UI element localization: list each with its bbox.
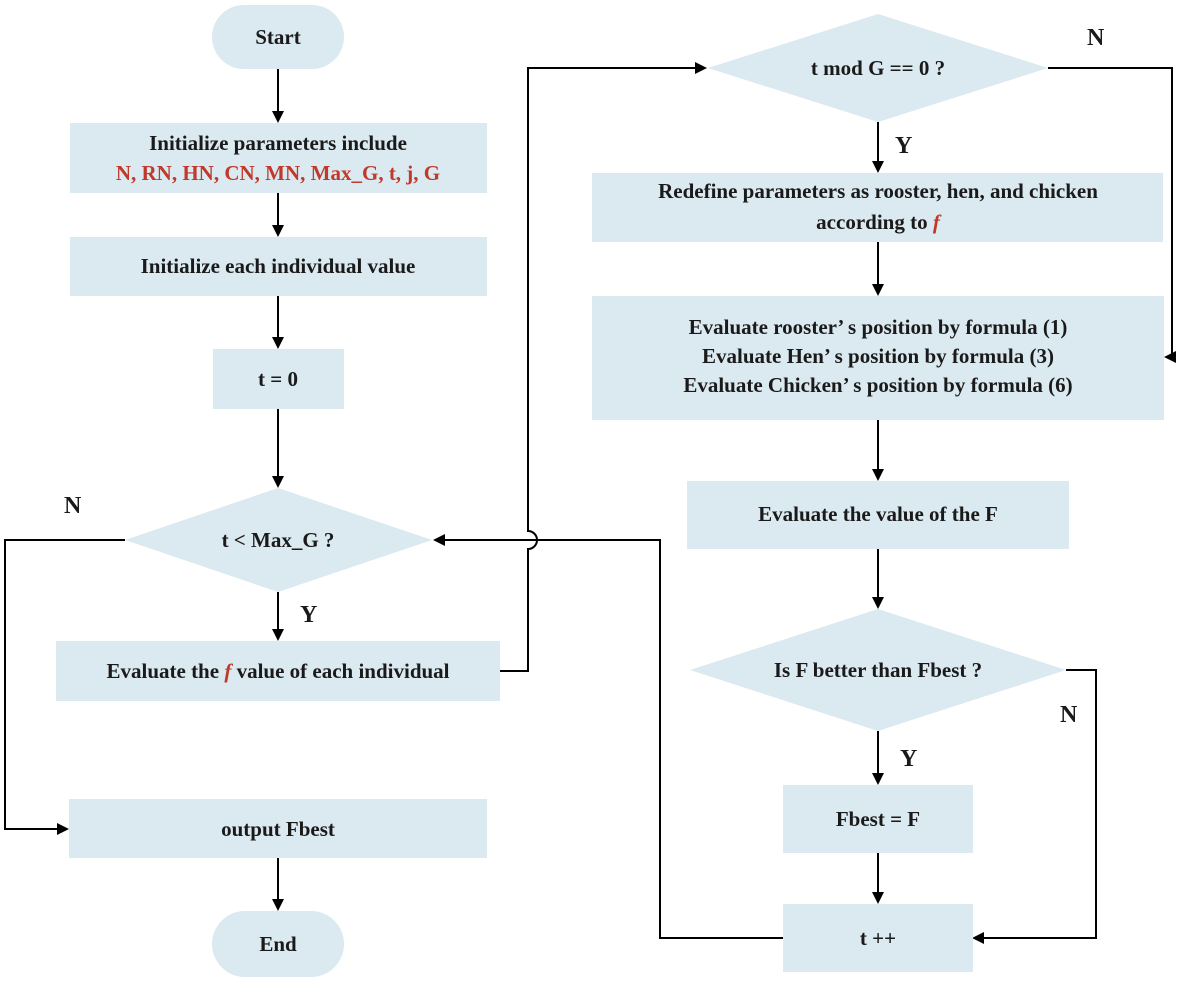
init-params-label: Initialize parameters include bbox=[149, 131, 407, 155]
yes-label-3: Y bbox=[900, 746, 917, 772]
no-label-3: N bbox=[1060, 702, 1078, 728]
redefine-box bbox=[592, 173, 1163, 242]
eval-position-line-1: Evaluate rooster’ s position by formula … bbox=[689, 315, 1068, 339]
t-mod-g-decision bbox=[708, 14, 1048, 122]
edge-tinc-return bbox=[433, 534, 783, 939]
init-individual-box bbox=[70, 237, 487, 296]
fbest-label: Fbest = F bbox=[836, 807, 920, 831]
output-label: output Fbest bbox=[221, 817, 335, 841]
edge-tmod-no bbox=[1048, 67, 1176, 363]
eval-F-box bbox=[687, 481, 1069, 549]
init-params-box bbox=[70, 123, 487, 193]
eval-position-line-2: Evaluate Hen’ s position by formula (3) bbox=[702, 344, 1054, 368]
no-label-2: N bbox=[1087, 25, 1105, 51]
redefine-label-1: Redefine parameters as rooster, hen, and… bbox=[658, 179, 1098, 203]
t-inc-label: t ++ bbox=[860, 926, 896, 950]
yes-label-2: Y bbox=[895, 133, 912, 159]
eval-position-box bbox=[592, 296, 1164, 420]
init-individual-label: Initialize each individual value bbox=[141, 254, 416, 278]
end-label: End bbox=[259, 932, 297, 956]
redefine-label-2: according to f bbox=[816, 210, 942, 234]
eval-f-box bbox=[56, 641, 500, 701]
start-label: Start bbox=[255, 25, 301, 49]
output-box bbox=[69, 799, 487, 858]
is-better-decision bbox=[690, 609, 1066, 731]
eval-F-label: Evaluate the value of the F bbox=[758, 502, 998, 526]
edge-decision-no bbox=[4, 539, 125, 835]
t-mod-g-label: t mod G == 0 ? bbox=[811, 56, 945, 80]
eval-f-label: Evaluate the f value of each individual bbox=[106, 659, 449, 683]
t-inc-box bbox=[783, 904, 973, 972]
no-label-1: N bbox=[64, 493, 82, 519]
yes-label-1: Y bbox=[300, 602, 317, 628]
t-zero-box bbox=[213, 349, 344, 409]
t-less-maxg-label: t < Max_G ? bbox=[222, 528, 335, 552]
end-node bbox=[212, 911, 344, 977]
eval-position-line-3: Evaluate Chicken’ s position by formula … bbox=[683, 373, 1072, 397]
is-better-label: Is F better than Fbest ? bbox=[774, 658, 982, 682]
t-zero-label: t = 0 bbox=[258, 367, 298, 391]
init-params-list: N, RN, HN, CN, MN, Max_G, t, j, G bbox=[116, 161, 440, 185]
edge-isbetter-no bbox=[972, 669, 1097, 944]
fbest-box bbox=[783, 785, 973, 853]
start-node bbox=[212, 5, 344, 69]
t-less-maxg-decision bbox=[125, 488, 432, 592]
